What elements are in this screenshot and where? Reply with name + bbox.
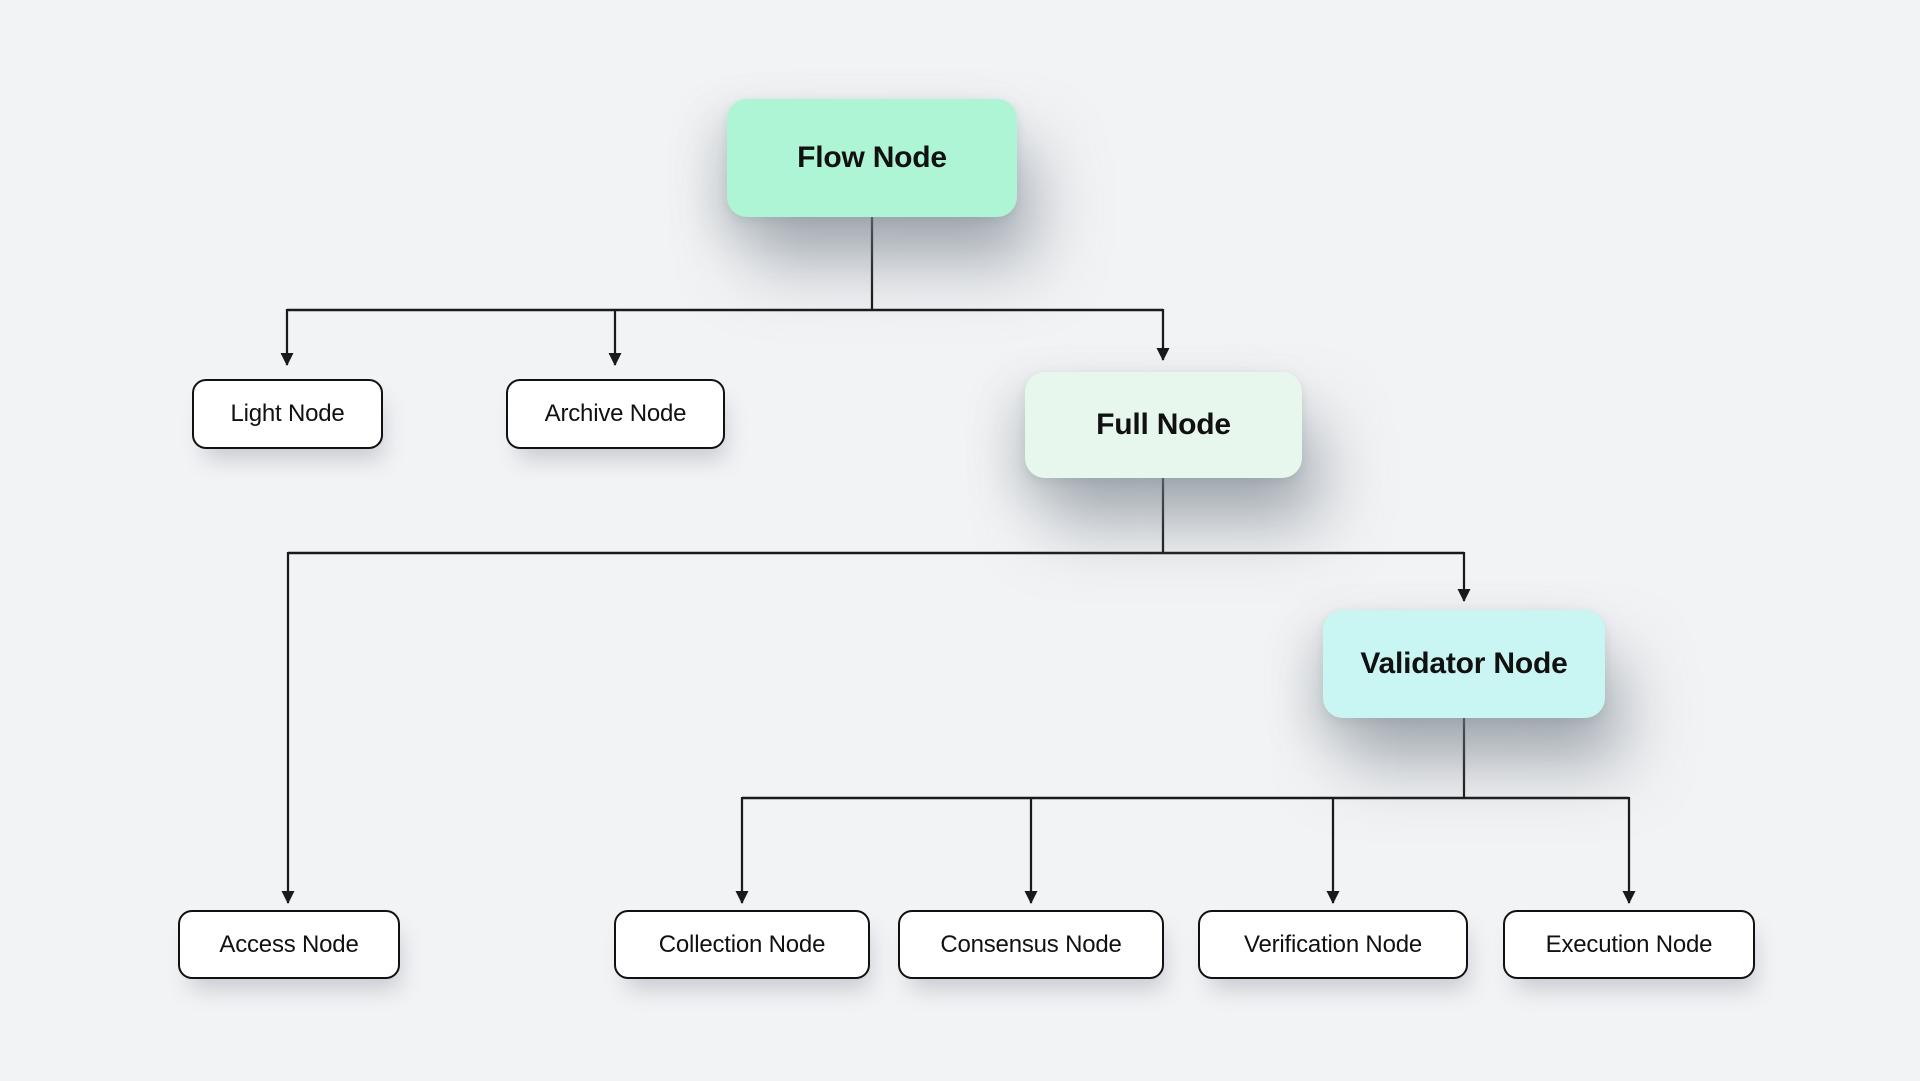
node-consensus-label: Consensus Node	[940, 930, 1122, 958]
node-verification-label: Verification Node	[1243, 930, 1423, 958]
node-collection-label: Collection Node	[658, 930, 826, 958]
node-access-label: Access Node	[219, 930, 359, 958]
node-verification: Verification Node	[1198, 910, 1468, 979]
node-archive-label: Archive Node	[544, 400, 687, 427]
node-validator: Validator Node	[1323, 610, 1605, 718]
node-flow-label: Flow Node	[797, 141, 947, 174]
node-consensus: Consensus Node	[898, 910, 1164, 979]
node-full-label: Full Node	[1096, 408, 1231, 441]
node-light-label: Light Node	[230, 400, 345, 427]
node-collection: Collection Node	[614, 910, 870, 979]
node-archive: Archive Node	[506, 379, 725, 449]
node-light: Light Node	[192, 379, 383, 449]
node-access: Access Node	[178, 910, 400, 979]
node-validator-label: Validator Node	[1360, 647, 1568, 680]
node-execution: Execution Node	[1503, 910, 1755, 979]
node-flow: Flow Node	[727, 99, 1017, 217]
node-full: Full Node	[1025, 372, 1302, 478]
node-execution-label: Execution Node	[1545, 930, 1713, 958]
